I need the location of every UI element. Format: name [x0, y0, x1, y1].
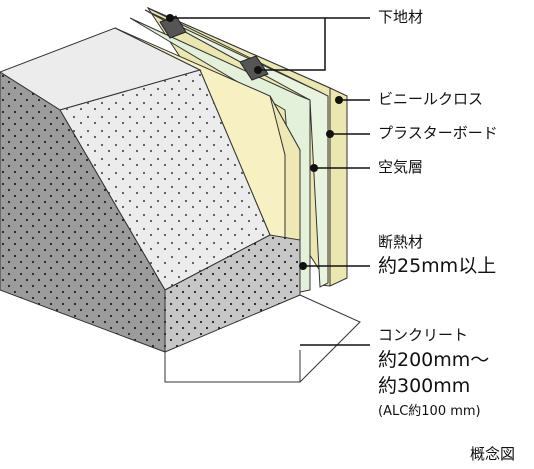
label-insulation-title: 断熱材 — [378, 233, 424, 251]
leader-furring — [170, 17, 326, 71]
leader-dot — [310, 164, 318, 172]
label-plasterboard: プラスターボード — [378, 124, 498, 142]
ground-outline — [164, 294, 361, 383]
leader-dot — [335, 96, 343, 104]
concrete-block — [0, 27, 301, 353]
leader-dot — [166, 14, 174, 22]
label-air-layer: 空気層 — [378, 158, 424, 176]
label-concrete-title: コンクリート — [378, 326, 469, 344]
air-layer — [129, 17, 311, 293]
label-concrete-note: (ALC約100 mm) — [378, 404, 481, 419]
label-concrete-value-1: 約200mm～ — [378, 349, 490, 371]
leader-dot — [326, 130, 334, 138]
label-vinyl-cloth: ビニールクロス — [378, 90, 484, 108]
label-furring: 下地材 — [378, 8, 424, 26]
caption-concept-diagram: 概念図 — [470, 445, 516, 463]
label-insulation-value: 約25mm以上 — [378, 255, 497, 277]
leader-dot — [299, 262, 307, 270]
label-concrete-value-2: 約300mm — [378, 375, 471, 397]
furring-strip — [239, 55, 269, 81]
leader-dot — [254, 66, 262, 74]
